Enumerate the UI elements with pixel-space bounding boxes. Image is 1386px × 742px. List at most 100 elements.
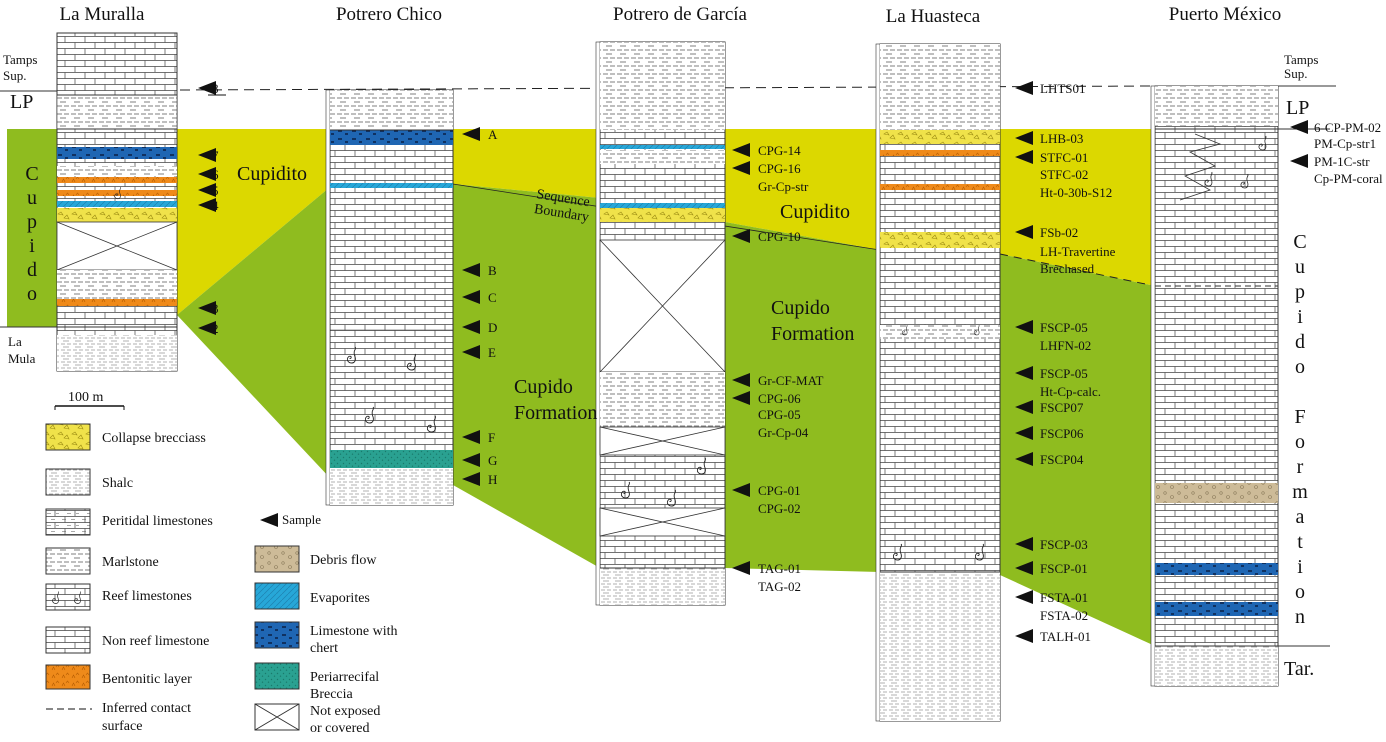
sample-label: C	[488, 290, 497, 305]
sample-arrow-icon	[732, 229, 750, 243]
sample-arrow-icon	[1015, 590, 1033, 604]
sample-label: Ht-Cp-calc.	[1040, 384, 1101, 399]
sample-label: 6	[212, 167, 219, 182]
sample-arrow-icon	[732, 143, 750, 157]
sample-arrow-icon	[198, 198, 216, 212]
column-puerto-mexico	[1150, 85, 1336, 687]
sample-arrow-icon	[1290, 154, 1308, 168]
sample-label: F	[488, 430, 495, 445]
sample-label: FSTA-01	[1040, 590, 1088, 605]
side-letter: C	[1293, 231, 1306, 253]
sample-label: 6-CP-PM-02	[1314, 120, 1381, 135]
mexico-lp: LP	[1286, 97, 1309, 119]
scale-bar: 100 m	[54, 390, 125, 410]
side-letter: t	[1297, 531, 1303, 553]
sample-arrow-icon	[732, 483, 750, 497]
column-potrero-chico	[325, 89, 454, 506]
sample-label: A	[488, 127, 498, 142]
sample-label: Brechased	[1040, 261, 1095, 276]
sample-label: TAG-02	[758, 579, 801, 594]
sample-label: B	[488, 263, 497, 278]
column-la-huasteca	[875, 43, 1001, 722]
sample-label: FSb-02	[1040, 225, 1078, 240]
sample-label: Ht-0-30b-S12	[1040, 185, 1112, 200]
sample-label: STFC-02	[1040, 167, 1088, 182]
sample-label: LHB-03	[1040, 131, 1083, 146]
sample-arrow-icon	[462, 345, 480, 359]
side-letter: p	[27, 211, 37, 233]
sample-label: 7	[212, 148, 219, 163]
side-letter: r	[1297, 456, 1304, 478]
sample-arrow-icon	[462, 453, 480, 467]
sample-label: CPG-16	[758, 161, 801, 176]
side-letter: u	[27, 187, 37, 209]
sample-label: FSCP-03	[1040, 537, 1088, 552]
sample-arrow-icon	[732, 373, 750, 387]
sample-label: E	[488, 345, 496, 360]
sample-arrow-icon	[1015, 81, 1033, 95]
sample-arrow-icon	[1015, 400, 1033, 414]
legend	[45, 423, 300, 731]
sample-arrow-icon	[198, 148, 216, 162]
side-letter: C	[25, 163, 38, 185]
sample-arrow-icon	[1015, 629, 1033, 643]
sample-label: 4	[212, 198, 219, 213]
sample-arrow-icon	[198, 81, 216, 95]
sample-label: Cp-PM-coral	[1314, 171, 1383, 186]
side-letter: F	[1294, 406, 1305, 428]
sample-label: LH-Travertine	[1040, 244, 1116, 259]
cupidito-zone-fill	[7, 129, 1155, 315]
sample-label: LHTS01	[1040, 81, 1086, 96]
sample-label: 3	[212, 301, 219, 316]
legend-sample-label: Sample	[282, 512, 321, 527]
side-letter: o	[1295, 356, 1305, 378]
sample-arrow-icon	[732, 391, 750, 405]
sample-arrow-icon	[198, 321, 216, 335]
sample-label: 5	[212, 183, 219, 198]
sample-arrow-icon	[1015, 320, 1033, 334]
sample-arrow-icon	[1290, 120, 1308, 134]
sample-label: Gr-Cp-str	[758, 179, 809, 194]
side-letter: u	[1295, 256, 1305, 278]
sample-arrow-icon	[462, 472, 480, 486]
side-letter: i	[1297, 556, 1303, 578]
side-letter: o	[1295, 431, 1305, 453]
muralla-lp: LP	[10, 91, 33, 113]
sample-label: Gr-Cp-04	[758, 425, 809, 440]
sample-label: FSCP-05	[1040, 366, 1088, 381]
side-letter: n	[1295, 606, 1305, 628]
scale-label: 100 m	[68, 390, 104, 405]
sample-label: FSTA-02	[1040, 608, 1088, 623]
sample-arrow-icon	[198, 183, 216, 197]
legend-label: Reef limestones	[102, 589, 192, 604]
legend-label: Evaporites	[310, 591, 370, 606]
sample-markers: 8765432ABCDEFGHCPG-14CPG-16Gr-Cp-strCPG-…	[198, 81, 1383, 644]
inferred-contact-cupidito	[999, 253, 1156, 287]
zone-cupidito-1: Cupidito	[237, 163, 307, 185]
sample-arrow-icon	[732, 161, 750, 175]
side-letter: i	[29, 235, 35, 257]
mexico-bottom-unit: Tar.	[1284, 658, 1314, 680]
side-letter: d	[27, 259, 37, 281]
sample-arrow-icon	[462, 263, 480, 277]
column-potrero-garcia	[595, 41, 726, 606]
sample-label: CPG-02	[758, 501, 801, 516]
side-letter: a	[1296, 506, 1305, 528]
title-puerto-mexico: Puerto México	[1169, 4, 1281, 25]
sample-arrow-icon	[462, 320, 480, 334]
cupido-zone-fill	[7, 129, 57, 327]
title-la-muralla: La Muralla	[60, 4, 146, 25]
sample-label: CPG-06	[758, 391, 801, 406]
title-la-huasteca: La Huasteca	[886, 6, 981, 27]
legend-label: Marlstone	[102, 555, 159, 570]
sample-arrow-icon	[1015, 561, 1033, 575]
sample-arrow-icon	[1015, 225, 1033, 239]
